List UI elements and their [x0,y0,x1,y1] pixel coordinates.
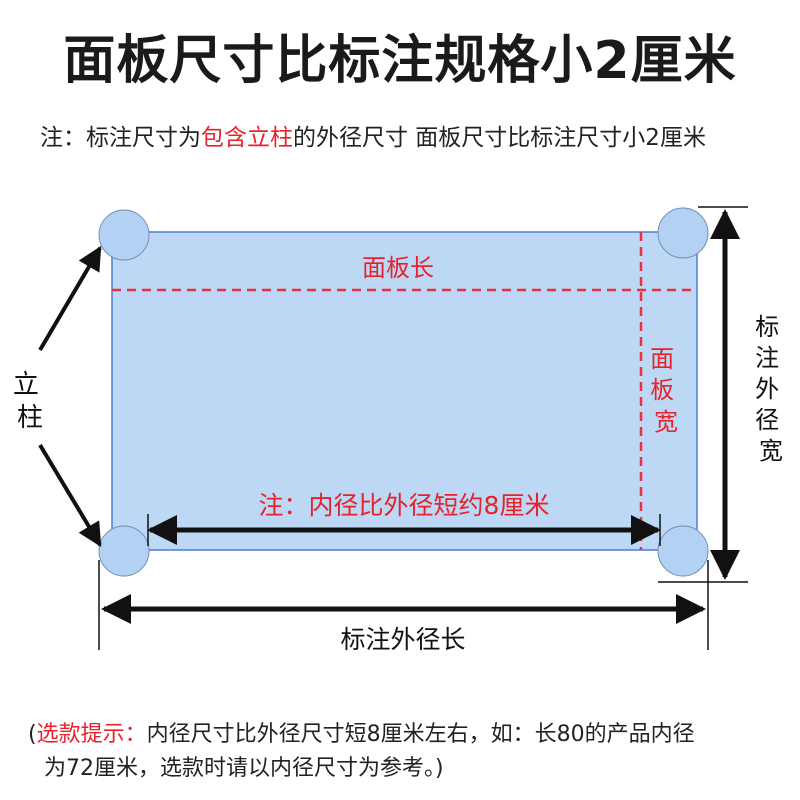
post-bottom-left [98,525,150,577]
outer-width-char: 宽 [759,437,783,465]
panel-width-char: 宽 [654,408,678,436]
tip-line-2: 为72厘米，选款时请以内径尺寸为参考。) [44,756,444,781]
note-text: 注：标注尺寸为包含立柱的外径尺寸 面板尺寸比标注尺寸小2厘米 [40,118,706,152]
panel-rect [111,231,698,551]
note-highlight: 包含立柱 [201,125,293,151]
tip-line-1: (选款提示：内径尺寸比外径尺寸短8厘米左右，如：长80的产品内径 [28,718,778,752]
post-char: 柱 [17,403,43,433]
outer-length-label: 标注外径长 [340,625,465,654]
panel-length-label: 面板长 [362,254,434,282]
note-prefix: 注：标注尺寸为 [40,125,201,151]
inner-note-label: 注：内径比外径短约8厘米 [259,491,550,520]
tip-highlight: 选款提示： [36,722,147,747]
outer-width-char: 径 [755,406,779,434]
post-top-right [657,207,709,259]
outer-width-label: 标 注 外 径 宽 [755,313,787,465]
selection-tip: (选款提示：内径尺寸比外径尺寸短8厘米左右，如：长80的产品内径 为72厘米，选… [28,718,778,786]
panel-width-label: 面 板 宽 [650,345,682,436]
post-bottom-right [657,525,709,577]
post-arrow-down [38,443,102,548]
outer-width-char: 外 [755,375,779,403]
outer-width-char: 注 [755,344,779,372]
panel-width-char: 面 [650,345,674,373]
page-title: 面板尺寸比标注规格小2厘米 [63,31,737,91]
tip-open-paren: ( [28,722,37,747]
post-char: 立 [13,370,39,400]
post-label: 立 柱 [13,370,47,433]
panel-width-char: 板 [650,376,674,404]
note-suffix: 的外径尺寸 面板尺寸比标注尺寸小2厘米 [293,125,706,151]
outer-width-char: 标 [755,313,779,341]
tip-line1-text: 内径尺寸比外径尺寸短8厘米左右，如：长80的产品内径 [146,722,695,747]
post-top-left [98,209,150,261]
post-arrow-up [38,245,102,352]
